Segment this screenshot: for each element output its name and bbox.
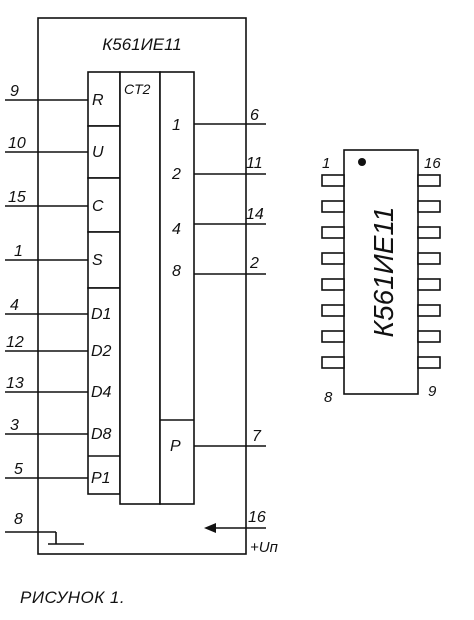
- input-pin: 4 D1: [5, 297, 111, 323]
- output-pin-number: 14: [246, 206, 264, 223]
- input-pin-number: 5: [14, 461, 23, 478]
- power-pin: 16 +Uп: [204, 509, 278, 556]
- output-pin-number: 2: [249, 255, 259, 272]
- input-pin-label: D8: [91, 426, 112, 443]
- input-pin: 15 C: [5, 189, 104, 215]
- counter-label: CT2: [124, 81, 151, 97]
- ground-pin-number: 8: [14, 511, 23, 528]
- input-pin-label: R: [92, 92, 104, 109]
- output-pin: 4 14: [172, 206, 266, 238]
- chip-title: К561ИЕ11: [102, 35, 182, 54]
- input-pin-label: C: [92, 198, 104, 215]
- package-pin-number: 1: [322, 155, 330, 172]
- package-pins-right: [417, 174, 441, 369]
- input-pin: 10 U: [5, 135, 104, 161]
- output-pin-label: 2: [171, 166, 181, 183]
- output-pin: 1 6: [172, 107, 266, 134]
- input-pin: 13 D4: [5, 375, 112, 401]
- output-pin: 2 11: [171, 155, 266, 183]
- output-pin: 8 2: [172, 255, 266, 280]
- output-pin-label: 8: [172, 263, 181, 280]
- input-pin: 3 D8: [5, 417, 112, 443]
- output-pin-number: 7: [252, 428, 262, 445]
- input-pin-number: 13: [6, 375, 24, 392]
- input-pin-label: S: [92, 252, 103, 269]
- input-pin: 5 P1: [5, 461, 111, 487]
- input-pin-number: 15: [8, 189, 26, 206]
- input-pin: 9 R: [5, 83, 104, 109]
- input-pin: 1 S: [5, 243, 103, 269]
- pin1-marker: [358, 158, 366, 166]
- input-pin-number: 4: [10, 297, 19, 314]
- output-pin-label: P: [170, 438, 181, 455]
- package-pin-number: 8: [324, 389, 333, 406]
- input-pin-number: 3: [10, 417, 19, 434]
- input-pin-label: P1: [91, 470, 111, 487]
- package-pin-number: 16: [424, 155, 441, 172]
- input-pin-number: 9: [10, 83, 19, 100]
- ground-pin: 8: [5, 511, 84, 545]
- package-body: [343, 149, 419, 395]
- input-pin-number: 10: [8, 135, 26, 152]
- input-pin-label: U: [92, 144, 104, 161]
- output-pin-label: 4: [172, 221, 181, 238]
- output-pin-label: 1: [172, 117, 181, 134]
- dip-package: 1 16 8 9 К561ИЕ11: [321, 149, 441, 406]
- output-pins: 1 6 2 11 4 14 8 2 P 7: [170, 107, 266, 455]
- power-label: +Uп: [250, 539, 278, 556]
- input-pin-number: 1: [14, 243, 23, 260]
- input-pin-number: 12: [6, 334, 24, 351]
- input-pin-label: D4: [91, 384, 112, 401]
- input-pin-label: D1: [91, 306, 111, 323]
- output-pin: P 7: [170, 428, 266, 455]
- output-pin-number: 6: [250, 107, 259, 124]
- input-pins: 9 R 10 U 15 C 1 S 4 D1 12 D2: [5, 83, 112, 487]
- package-pin-number: 9: [428, 383, 437, 400]
- input-label-column: [87, 71, 121, 495]
- counter-core: [119, 71, 161, 505]
- figure-caption: РИСУНОК 1.: [20, 588, 126, 607]
- output-pin-number: 11: [246, 155, 263, 172]
- output-label-column: [159, 71, 195, 505]
- input-pin: 12 D2: [5, 334, 112, 360]
- input-pin-label: D2: [91, 343, 112, 360]
- package-pins-left: [321, 174, 345, 369]
- package-marking: К561ИЕ11: [368, 207, 399, 338]
- power-pin-number: 16: [248, 509, 266, 526]
- arrow-icon: [204, 523, 216, 533]
